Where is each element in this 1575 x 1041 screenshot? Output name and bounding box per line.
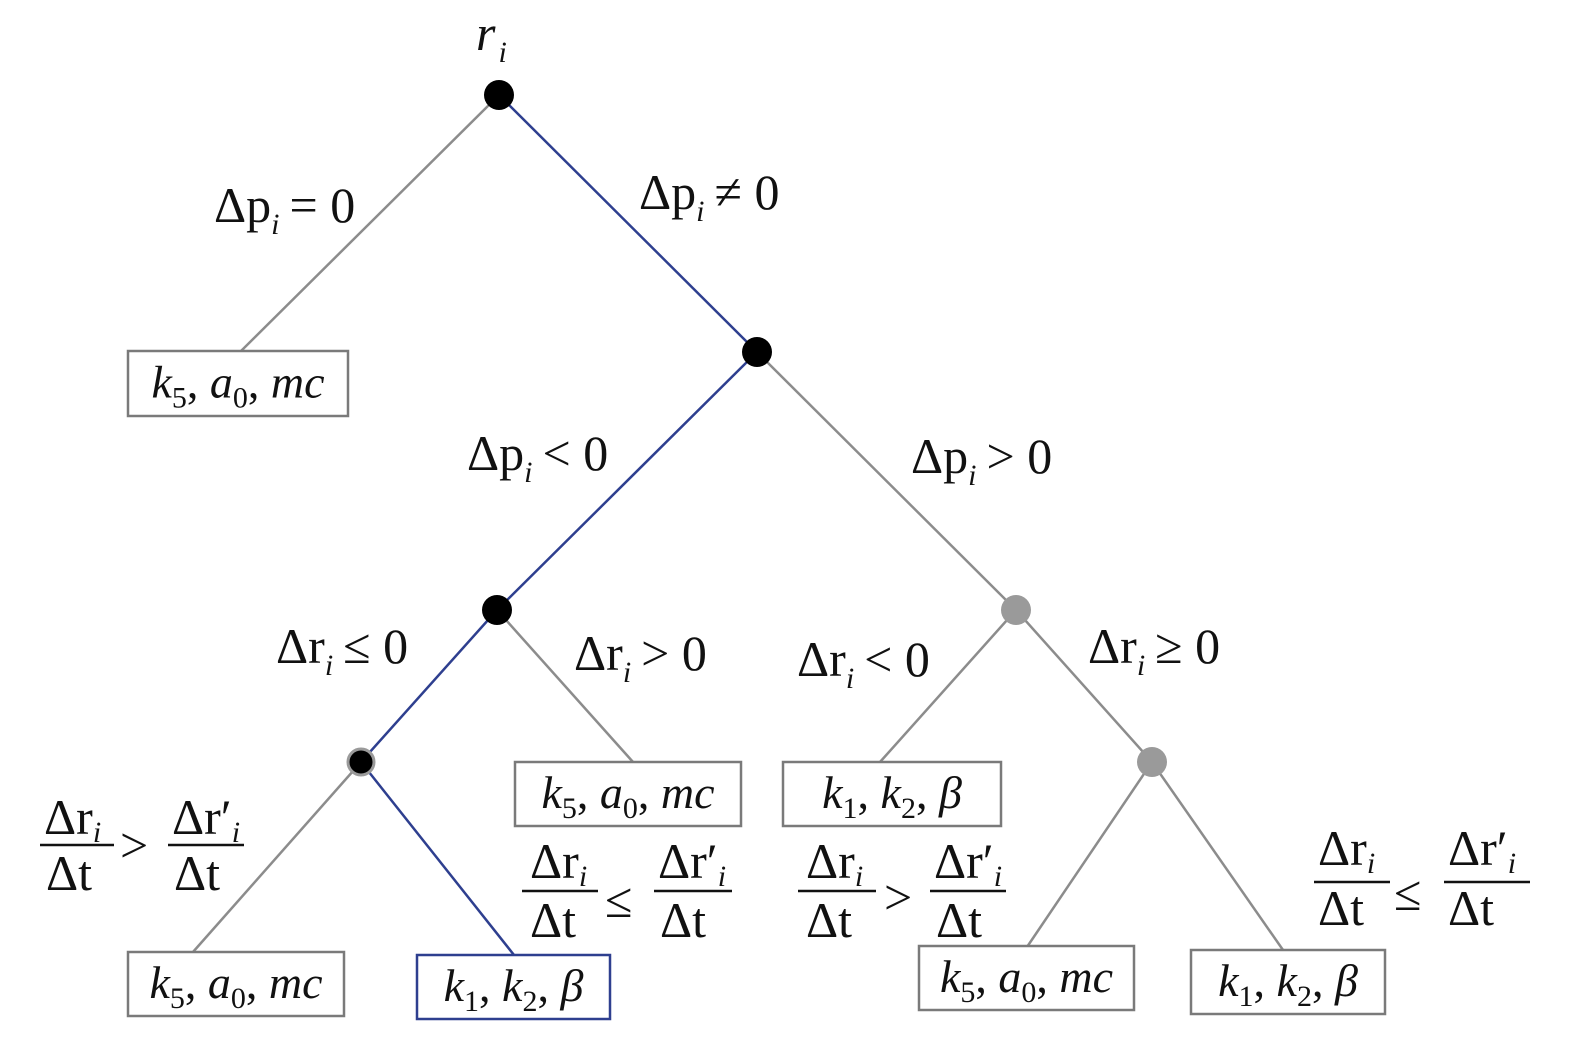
leaf-dp-zero: k5, a0, mc	[126, 349, 350, 418]
leaf-dr-lt: k1, k2, β	[781, 760, 1003, 828]
fraction-ll: Δri Δt > Δr′i Δt	[40, 789, 244, 901]
leaf-rate-greater-left-box	[126, 950, 346, 1018]
condition-labels: Δpi= 0 Δpi≠ 0 Δpi< 0 Δpi> 0 Δri≤ 0 Δri> …	[214, 164, 1220, 695]
fraction-rr-numerator-2: Δr′i	[1448, 820, 1516, 880]
fraction-lr-operator: ≤	[605, 872, 632, 928]
edge-dr-ge-to-rate-greater-leaf	[1025, 761, 1154, 948]
edge-dp-neg-to-dr-le	[360, 609, 498, 763]
leaf-dr-lt-box	[781, 760, 1003, 828]
condition-dp-neg: Δpi< 0	[467, 425, 608, 489]
edge-dp-neg-to-dr-gt-leaf	[496, 609, 634, 763]
fraction-lr-denominator: Δt	[530, 892, 576, 948]
leaf-rate-greater-left-params: k5, a0, mc	[149, 957, 322, 1015]
edge-dp-nonzero-to-dp-pos	[756, 351, 1017, 611]
edge-dr-le-to-rate-le-leaf	[360, 761, 515, 956]
condition-dr-gt: Δri> 0	[574, 625, 707, 689]
edge-dp-nonzero-to-dp-neg	[496, 351, 758, 611]
leaf-dr-lt-params: k1, k2, β	[822, 767, 962, 825]
fraction-lr: Δri Δt ≤ Δr′i Δt	[522, 833, 732, 948]
fraction-ll-numerator-2: Δr′i	[172, 789, 240, 849]
fraction-rl-operator: >	[884, 869, 912, 925]
root-node	[484, 80, 514, 110]
leaf-rate-le-left: k1, k2, β	[415, 953, 612, 1021]
node-dr-ge	[1137, 747, 1167, 777]
leaf-rate-le-right-box	[1189, 948, 1387, 1016]
edge-dp-pos-to-dr-ge	[1015, 609, 1153, 763]
fraction-lr-numerator-2: Δr′i	[658, 833, 726, 893]
edge-dr-le-to-rate-greater-leaf	[192, 761, 362, 953]
leaf-dp-zero-box	[126, 349, 350, 418]
leaf-rate-le-left-params: k1, k2, β	[444, 960, 584, 1018]
condition-dp-zero: Δpi= 0	[214, 177, 355, 241]
fraction-lr-denominator-2: Δt	[660, 892, 706, 948]
node-dr-le	[346, 747, 376, 777]
leaf-rate-le-right: k1, k2, β	[1189, 948, 1387, 1016]
edge-dp-pos-to-dr-lt-leaf	[879, 609, 1017, 763]
fraction-rr-denominator-2: Δt	[1448, 880, 1494, 936]
leaf-rate-greater-right-box	[917, 944, 1136, 1012]
leaf-boxes: k5, a0, mc k5, a0, mc k1, k2, β k5, a0, mc k…	[126, 349, 1387, 1021]
fraction-rl-denominator-2: Δt	[936, 892, 982, 948]
leaf-rate-le-right-params: k1, k2, β	[1218, 955, 1358, 1013]
edge-root-to-dp-nonzero	[498, 94, 758, 353]
condition-dr-lt: Δri< 0	[797, 631, 930, 695]
fraction-ll-denominator-2: Δt	[174, 845, 220, 901]
fraction-rl: Δri Δt > Δr′i Δt	[798, 833, 1006, 948]
condition-dr-ge: Δri≥ 0	[1088, 618, 1220, 682]
fraction-rr-operator: ≤	[1394, 865, 1421, 921]
condition-dp-nonzero: Δpi≠ 0	[639, 164, 779, 228]
fraction-rl-numerator-2: Δr′i	[934, 833, 1002, 893]
fraction-ll-numerator: Δri	[44, 789, 101, 849]
fraction-rl-numerator: Δri	[806, 833, 863, 893]
fraction-ll-denominator: Δt	[46, 845, 92, 901]
leaf-dp-zero-params: k5, a0, mc	[151, 357, 324, 415]
condition-dr-le: Δri≤ 0	[276, 618, 408, 682]
nodes	[346, 80, 1167, 777]
fraction-lr-numerator: Δri	[530, 833, 587, 893]
leaf-dr-gt-box	[513, 760, 743, 828]
fraction-rr: Δri Δt ≤ Δr′i Δt	[1314, 820, 1530, 936]
leaf-rate-greater-right: k5, a0, mc	[917, 944, 1136, 1012]
leaf-dr-gt-params: k5, a0, mc	[541, 767, 714, 825]
fraction-rr-numerator: Δri	[1318, 820, 1375, 880]
fraction-rr-denominator: Δt	[1318, 880, 1364, 936]
edges	[192, 94, 1285, 956]
fraction-rl-denominator: Δt	[806, 892, 852, 948]
leaf-rate-le-left-box	[415, 953, 612, 1021]
fraction-ll-operator: >	[120, 817, 148, 873]
leaf-rate-greater-right-params: k5, a0, mc	[940, 951, 1113, 1009]
edge-root-to-dp-zero-leaf	[239, 94, 500, 353]
edge-dr-ge-to-rate-le-leaf	[1150, 761, 1285, 951]
node-dp-neg	[482, 595, 512, 625]
leaf-rate-greater-left: k5, a0, mc	[126, 950, 346, 1018]
node-dp-nonzero	[742, 337, 772, 367]
node-dp-pos	[1001, 595, 1031, 625]
condition-dp-pos: Δpi> 0	[911, 428, 1052, 492]
leaf-dr-gt: k5, a0, mc	[513, 760, 743, 828]
